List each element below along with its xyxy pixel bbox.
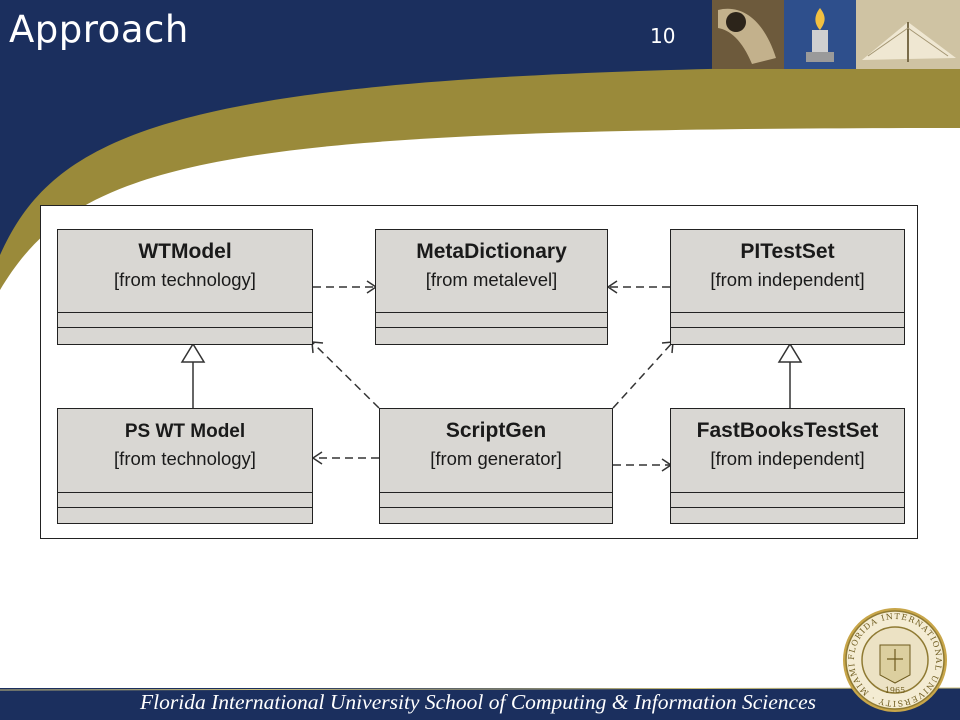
attributes-divider <box>671 492 904 493</box>
seal-year: 1965 <box>885 686 905 695</box>
class-box-pswtmodel: PS WT Model [from technology] <box>57 408 313 524</box>
class-box-wtmodel: WTModel [from technology] <box>57 229 313 345</box>
attributes-divider <box>380 492 612 493</box>
header-photos <box>712 0 960 69</box>
class-stereotype: [from technology] <box>114 448 256 469</box>
class-name: ScriptGen <box>445 419 547 442</box>
operations-divider <box>376 327 607 328</box>
class-stereotype: [from metalevel] <box>425 269 558 290</box>
class-stereotype: [from generator] <box>430 448 562 469</box>
slide-title: Approach <box>9 8 189 51</box>
class-box-pitestset: PITestSet [from independent] <box>670 229 905 345</box>
operations-divider <box>671 327 904 328</box>
generalization-triangle-wtmodel <box>180 342 206 363</box>
operations-divider <box>380 507 612 508</box>
class-stereotype: [from independent] <box>710 448 865 469</box>
class-stereotype: [from technology] <box>114 269 256 290</box>
generalization-triangle-pitestset <box>777 342 803 363</box>
dependency-arrow-scriptgen-pitestset <box>612 342 673 409</box>
class-name: PITestSet <box>740 240 835 263</box>
class-box-scriptgen: ScriptGen [from generator] <box>379 408 613 524</box>
operations-divider <box>671 507 904 508</box>
class-name: WTModel <box>138 240 232 263</box>
class-name: PS WT Model <box>124 421 246 442</box>
attributes-divider <box>58 492 312 493</box>
slide-number: 10 <box>650 24 676 48</box>
operations-divider <box>58 327 312 328</box>
class-name: MetaDictionary <box>416 240 567 263</box>
class-box-metadictionary: MetaDictionary [from metalevel] <box>375 229 608 345</box>
attributes-divider <box>58 312 312 313</box>
uml-class-diagram: WTModel [from technology] MetaDictionary… <box>40 205 918 539</box>
attributes-divider <box>376 312 607 313</box>
class-name: FastBooksTestSet <box>696 419 879 442</box>
university-seal: FLORIDA INTERNATIONAL UNIVERSITY · MIAMI… <box>842 607 947 712</box>
footer-text: Florida International University School … <box>140 690 816 714</box>
class-box-fastbookstestset: FastBooksTestSet [from independent] <box>670 408 905 524</box>
attributes-divider <box>671 312 904 313</box>
dependency-arrow-scriptgen-wtmodel <box>312 342 380 409</box>
operations-divider <box>58 507 312 508</box>
class-stereotype: [from independent] <box>710 269 865 290</box>
